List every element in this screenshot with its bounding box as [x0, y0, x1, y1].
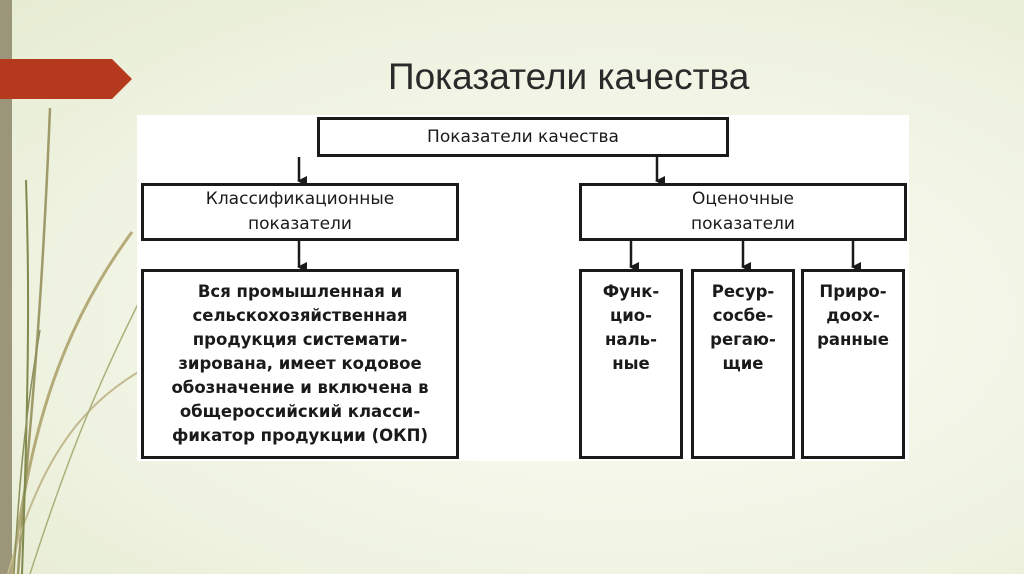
resource-saving-node-label: Ресур- сосбе- регаю- щие — [710, 282, 776, 373]
classification-node-label: Классификационные показатели — [205, 189, 395, 234]
left-sidebar-strip — [0, 0, 12, 574]
root-node-label: Показатели качества — [427, 127, 619, 147]
nature-protection-node-label: Приро- доох- ранные — [817, 282, 889, 349]
functional-node: Функ- цио- наль- ные — [579, 269, 683, 459]
root-node: Показатели качества — [317, 117, 729, 157]
slide-title: Показатели качества — [388, 56, 750, 97]
functional-node-label: Функ- цио- наль- ные — [602, 282, 660, 373]
title-accent-tab — [0, 59, 132, 99]
nature-protection-node: Приро- доох- ранные — [801, 269, 905, 459]
classification-node: Классификационные показатели — [141, 183, 459, 241]
evaluation-node-label: Оценочные показатели — [691, 189, 795, 234]
classification-description-node: Вся промышленная и сельскохозяйственная … — [141, 269, 459, 459]
resource-saving-node: Ресур- сосбе- регаю- щие — [691, 269, 795, 459]
quality-indicators-diagram: Показатели качества Классификационные по… — [137, 115, 909, 461]
classification-description-text: Вся промышленная и сельскохозяйственная … — [171, 282, 429, 445]
evaluation-node: Оценочные показатели — [579, 183, 907, 241]
decorative-grass — [7, 107, 161, 574]
